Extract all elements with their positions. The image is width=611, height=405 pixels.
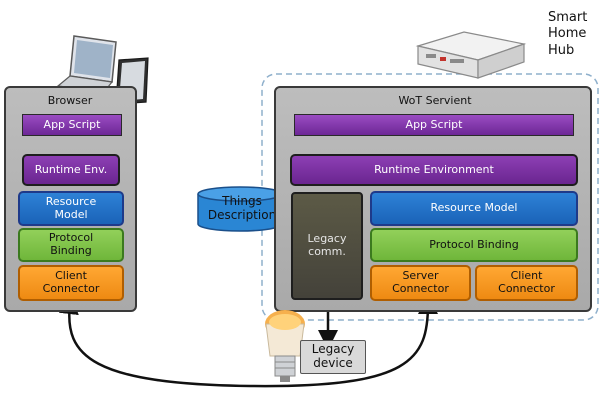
browser-app-script: App Script	[22, 114, 122, 136]
browser-runtime: Runtime Env.	[22, 154, 120, 186]
hub-label-line: Smart	[548, 10, 588, 25]
browser-title: Browser	[47, 93, 93, 107]
hub-label-line: Hub	[548, 42, 575, 58]
servient-title: WoT Servient	[398, 93, 472, 107]
network-link	[58, 294, 438, 388]
servient-server-connector: Server Connector	[370, 265, 471, 301]
servient-app-script: App Script	[294, 114, 574, 136]
legacy-device: Legacy device	[300, 340, 366, 374]
hub-label: Smart Home Hub	[548, 10, 608, 59]
database-icon	[197, 186, 283, 232]
hub-label-line: Home	[548, 26, 587, 42]
servient-client-connector: Client Connector	[475, 265, 578, 301]
browser-resource-model: Resource Model	[18, 191, 124, 226]
servient-resource-model: Resource Model	[370, 191, 578, 226]
servient-protocol-binding: Protocol Binding	[370, 228, 578, 262]
browser-protocol-binding: Protocol Binding	[18, 228, 124, 262]
things-description: Things Description	[196, 186, 284, 232]
hub-boundary	[261, 73, 599, 321]
browser-client-connector: Client Connector	[18, 265, 124, 301]
servient-runtime: Runtime Environment	[290, 154, 578, 186]
things-description-label: Things Description	[207, 194, 277, 222]
servient-legacy-comm: Legacy comm.	[291, 192, 363, 300]
router-icon	[415, 31, 527, 79]
